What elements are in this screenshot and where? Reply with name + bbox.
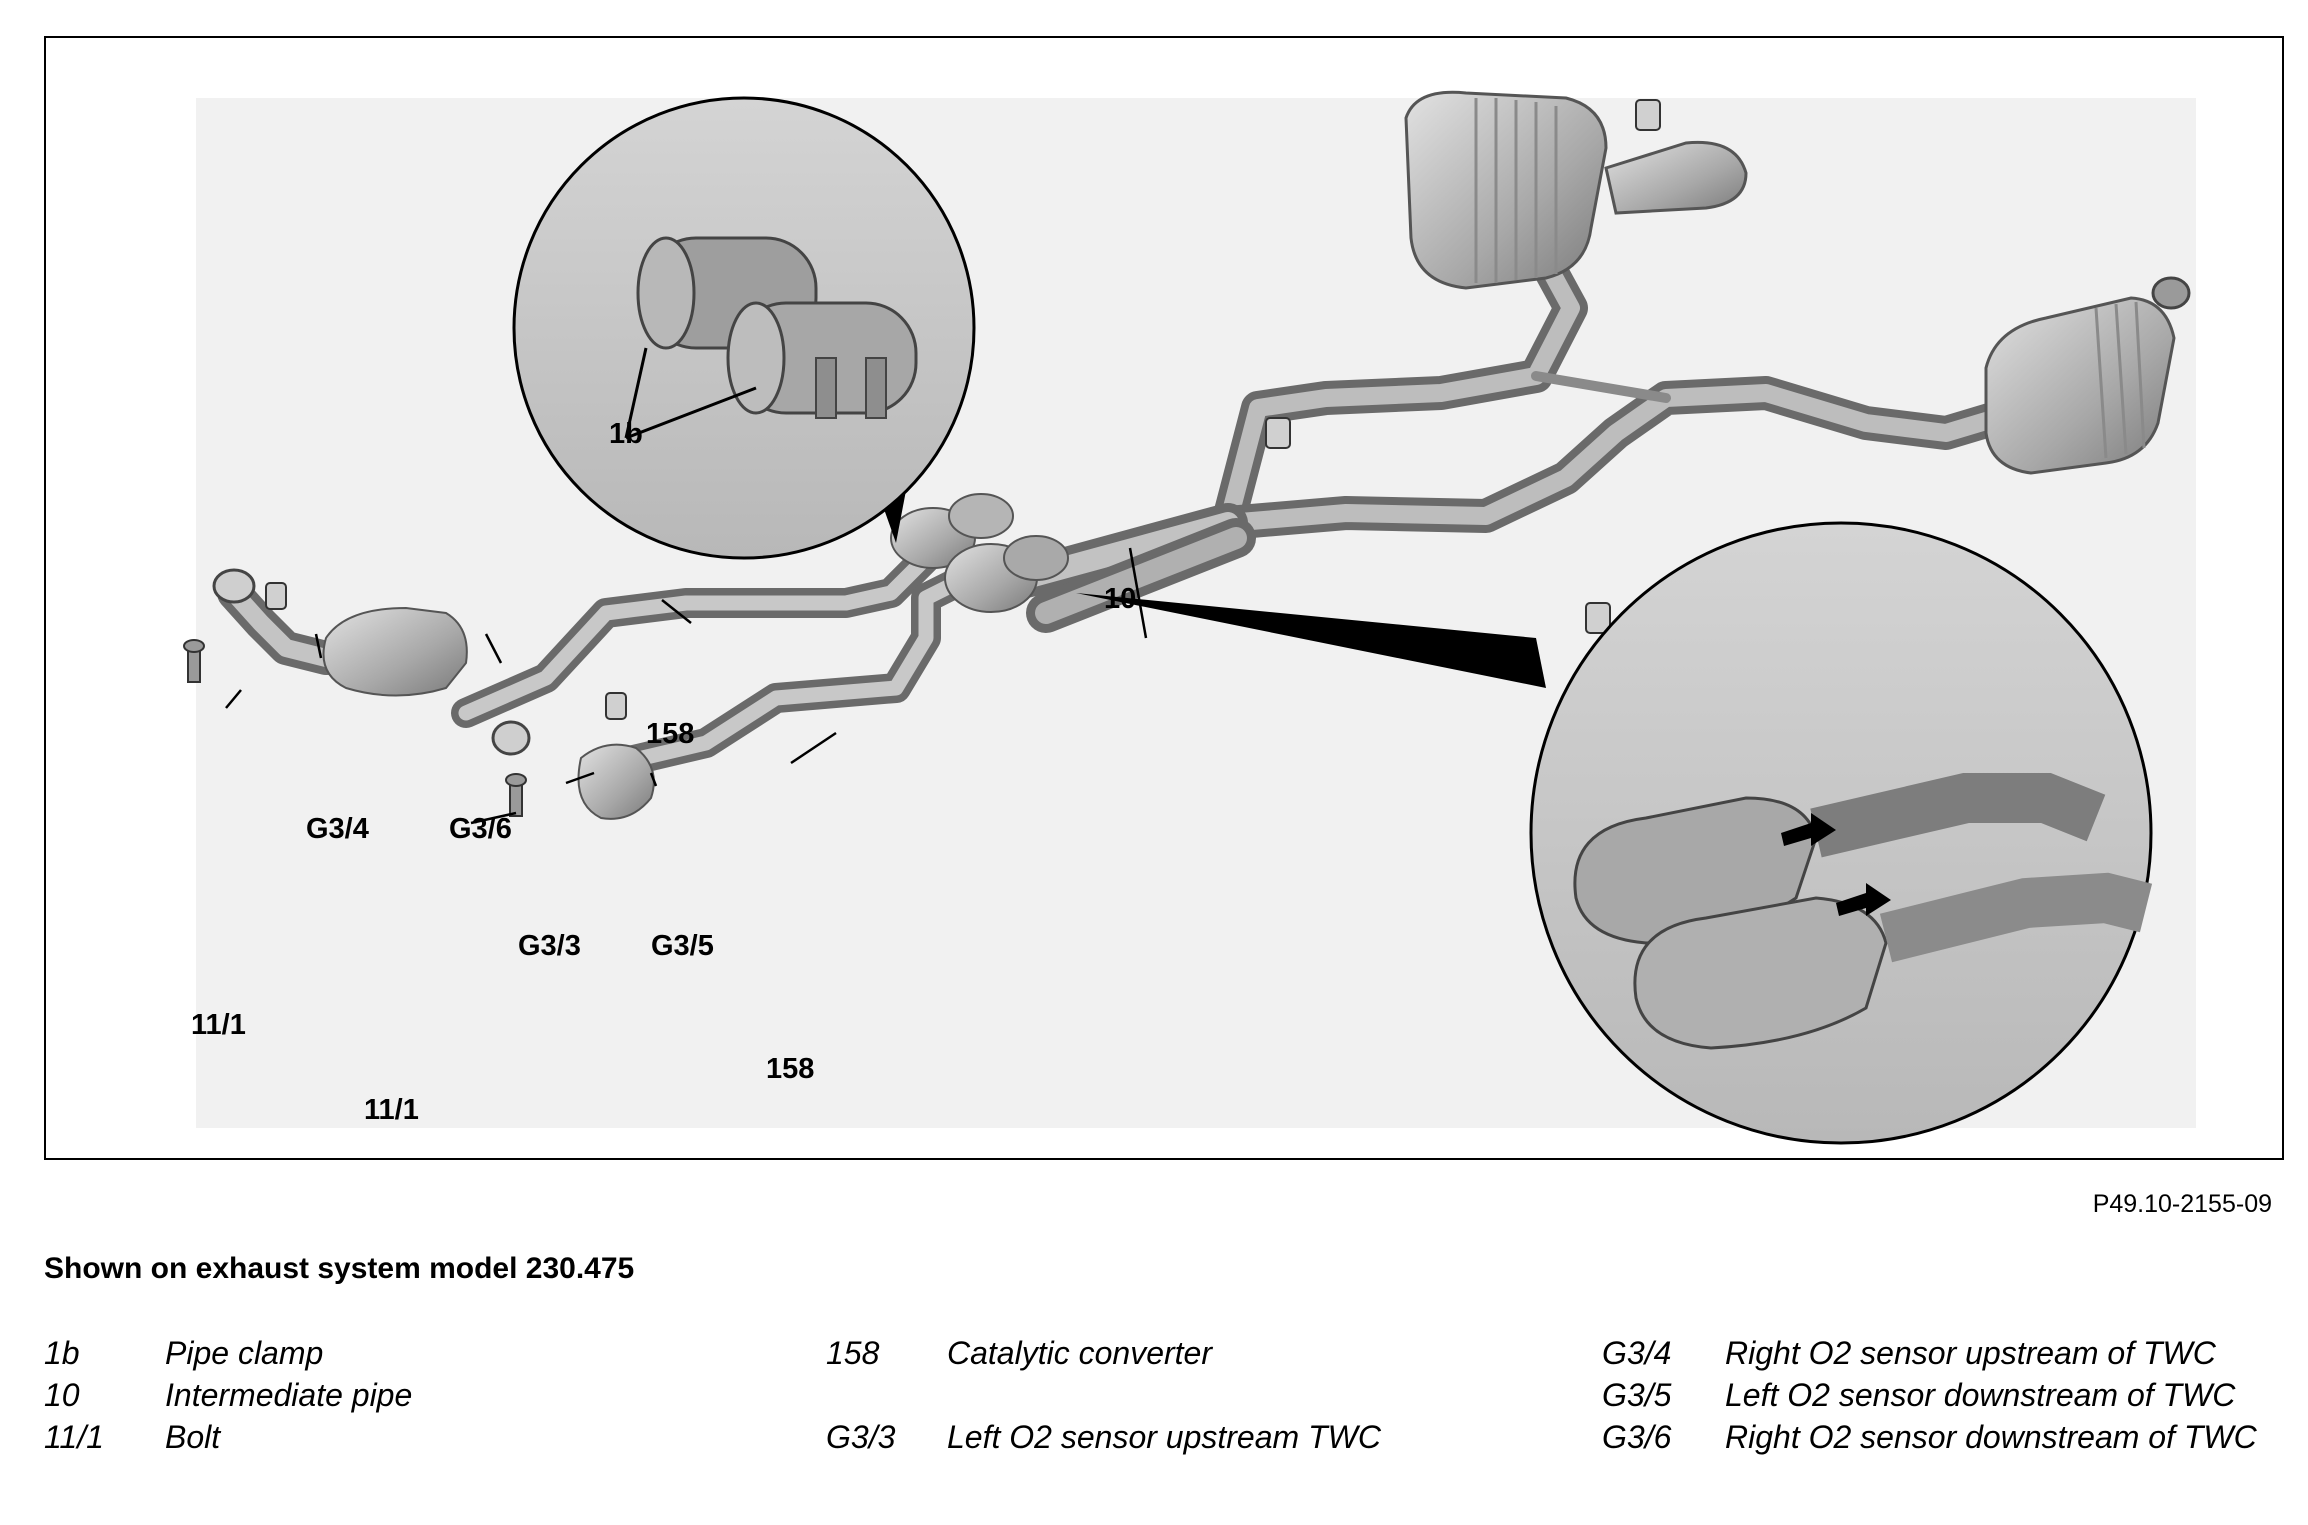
connector-mid <box>1265 417 1291 449</box>
lower-rear-muffler <box>1984 276 2191 475</box>
sensor-connectors <box>265 99 1661 720</box>
leader-158-upper <box>661 599 692 624</box>
legend-item: 11/1 Bolt <box>44 1416 804 1458</box>
leader-lines <box>225 547 1148 825</box>
legend-code: G3/4 <box>1602 1335 1672 1371</box>
connector-upper-right <box>1635 99 1661 131</box>
legend-column-2: 158 Catalytic converter G3/3 Left O2 senso… <box>826 1332 1586 1458</box>
legend-description: Catalytic converter <box>947 1335 1212 1371</box>
legend-item: 10 Intermediate pipe <box>44 1374 804 1416</box>
legend-item: G3/6 Right O2 sensor downstream of TWC <box>1602 1416 2282 1458</box>
exhaust-diagram: 1b 10 158 G3/4 G3/6 G3/3 G3/5 158 11/1 1… <box>183 90 2196 1145</box>
figure-caption: Shown on exhaust system model 230.475 <box>44 1252 635 1285</box>
callout-158-upper: 158 <box>646 718 694 750</box>
callout-g34: G3/4 <box>306 813 369 845</box>
legend-column-1: 1b Pipe clamp 10 Intermediate pipe 11/1 Bol… <box>44 1332 804 1458</box>
legend-item: G3/3 Left O2 sensor upstream TWC <box>826 1416 1586 1458</box>
upper-rear-muffler <box>1404 90 1748 290</box>
pipe-clamp-2 <box>726 301 918 419</box>
leader-11-1-lower <box>470 811 517 825</box>
legend-description: Intermediate pipe <box>165 1377 413 1413</box>
catalytic-converter-left-upper <box>322 606 468 697</box>
callout-1b: 1b <box>609 418 643 450</box>
legend-description: Left O2 sensor downstream of TWC <box>1725 1377 2236 1413</box>
legend-code: G3/3 <box>826 1419 896 1455</box>
callout-11-1-upper: 11/1 <box>191 1009 246 1041</box>
zoom-catalyst-lower <box>1633 872 2153 1050</box>
callout-g36: G3/6 <box>449 813 512 845</box>
callout-g33: G3/3 <box>518 930 581 962</box>
legend-description: Right O2 sensor downstream of TWC <box>1725 1419 2257 1455</box>
lower-tailpipe <box>2151 276 2191 310</box>
connector-left-upper <box>265 582 287 610</box>
catalyst-detail-zoom <box>1076 521 2153 1145</box>
legend-item: 1b Pipe clamp <box>44 1332 804 1374</box>
callout-11-1-lower: 11/1 <box>364 1094 419 1126</box>
callout-g35: G3/5 <box>651 930 714 962</box>
callout-10: 10 <box>1104 583 1136 615</box>
legend-description: Bolt <box>165 1419 221 1455</box>
upper-tailpipe <box>1604 140 1748 215</box>
pipe-network <box>217 171 2013 778</box>
legend-code: G3/5 <box>1602 1377 1672 1413</box>
legend-code: 10 <box>44 1377 80 1413</box>
clamp-detail-zoom <box>512 96 976 560</box>
flow-arrow-upper <box>1781 813 1836 846</box>
connector-left-lower <box>605 692 627 720</box>
legend-item: 158 Catalytic converter <box>826 1332 1586 1374</box>
catalytic-converter-left-lower <box>577 743 655 820</box>
manifold-flange-upper <box>212 568 256 604</box>
figure-reference-number: P49.10-2155-09 <box>2092 1190 2272 1218</box>
catalytic-converter-lower-right <box>944 535 1069 613</box>
legend-spacer <box>826 1374 1586 1416</box>
legend-description: Right O2 sensor upstream of TWC <box>1725 1335 2216 1371</box>
figure-frame: 1b 10 158 G3/4 G3/6 G3/3 G3/5 158 11/1 1… <box>44 36 2284 1160</box>
flow-arrow-lower <box>1836 883 1891 916</box>
legend-item: G3/5 Left O2 sensor downstream of TWC <box>1602 1374 2282 1416</box>
bolt-upper <box>183 639 205 683</box>
legend-code: 1b <box>44 1335 80 1371</box>
leader-g36 <box>484 633 503 664</box>
legend-item: G3/4 Right O2 sensor upstream of TWC <box>1602 1332 2282 1374</box>
legend-code: G3/6 <box>1602 1419 1672 1455</box>
legend-description: Left O2 sensor upstream TWC <box>947 1419 1381 1455</box>
catalyst-zoom-pointer <box>1076 593 1546 688</box>
leader-10 <box>1128 547 1148 639</box>
bolt-lower <box>505 773 527 817</box>
legend-code: 11/1 <box>44 1419 104 1455</box>
crossover-brace <box>1531 371 1671 403</box>
legend-description: Pipe clamp <box>165 1335 324 1371</box>
leader-158-lower <box>790 731 837 765</box>
callout-158-lower: 158 <box>766 1053 814 1085</box>
leader-11-1-upper <box>225 689 242 709</box>
catalytic-converter-upper-right <box>890 493 1014 569</box>
legend-code: 158 <box>826 1335 880 1371</box>
leader-g33 <box>565 771 595 785</box>
connector-lower-right <box>1585 602 1611 634</box>
legend-column-3: G3/4 Right O2 sensor upstream of TWC G3/5… <box>1602 1332 2282 1458</box>
zoom-catalyst-upper <box>1573 773 2106 945</box>
leader-g35 <box>649 772 658 787</box>
manifold-flange-lower <box>491 720 531 756</box>
callout-labels: 1b 10 158 G3/4 G3/6 G3/3 G3/5 158 11/1 1… <box>191 418 1136 1126</box>
leader-g34 <box>314 633 323 659</box>
